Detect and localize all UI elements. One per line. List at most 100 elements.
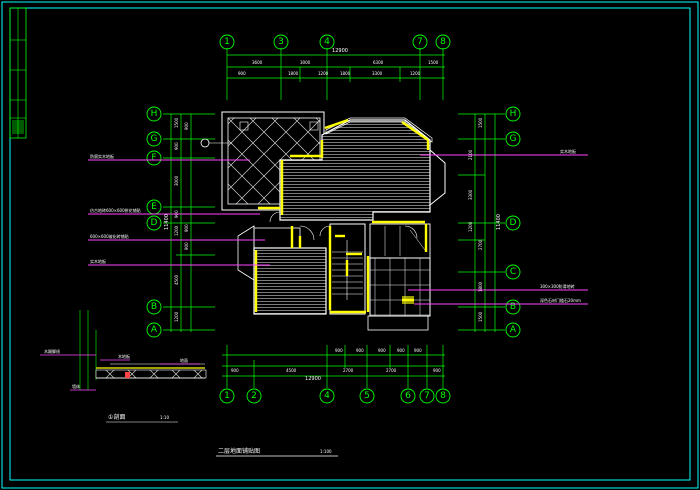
svg-text:1500: 1500 (478, 117, 483, 128)
bottom-axis-2: 2 (251, 391, 257, 401)
bay-window (429, 148, 446, 207)
left-axis-bubbles: H G F E D B A (146, 106, 162, 338)
right-axis-bubbles: H G D C B A (505, 106, 521, 338)
svg-text:3300: 3300 (468, 189, 473, 200)
svg-text:木踢脚线: 木踢脚线 (44, 348, 60, 354)
title-strip (9, 7, 27, 139)
svg-text:1200: 1200 (174, 311, 179, 322)
svg-text:900: 900 (184, 242, 189, 250)
right-axis-B: B (510, 302, 516, 312)
top-axis-bubbles: 1 3 4 7 8 (219, 34, 451, 50)
bottom-axis-5: 5 (364, 391, 370, 401)
svg-text:1500: 1500 (478, 311, 483, 322)
svg-text:木地板: 木地板 (118, 353, 130, 359)
top-dimension-values: 3600 3000 6300 1500 900 1800 1200 1800 3300 1200 (238, 60, 439, 76)
left-axis-E: E (151, 202, 157, 212)
svg-text:900: 900 (356, 348, 364, 353)
right-axis-G: G (510, 134, 517, 144)
section-detail: 木踢脚线 木地板 地面 墙体 (40, 310, 207, 391)
bottom-axis-4: 4 (324, 391, 330, 401)
left-axis-A: A (151, 325, 158, 335)
svg-text:墙体: 墙体 (72, 383, 80, 389)
bottom-axis-8: 8 (440, 391, 446, 401)
svg-text:900: 900 (414, 348, 422, 353)
top-axis-7: 7 (417, 37, 423, 47)
svg-text:1800: 1800 (288, 71, 299, 76)
svg-text:2700: 2700 (478, 239, 483, 250)
svg-text:300×300防滑地砖: 300×300防滑地砖 (540, 283, 575, 289)
left-axis-H: H (151, 109, 158, 119)
svg-text:6300: 6300 (373, 60, 384, 65)
svg-text:900: 900 (184, 224, 189, 232)
top-axis-8: 8 (440, 37, 446, 47)
left-axis-F: F (151, 153, 156, 163)
svg-text:1800: 1800 (340, 71, 351, 76)
svg-text:1500: 1500 (174, 117, 179, 128)
svg-text:3300: 3300 (372, 71, 383, 76)
annotation-texts: 防腐实木地板 仿古地砖600×600拼花铺贴 600×600玻化砖铺贴 实木地板… (90, 148, 581, 303)
svg-text:防腐实木地板: 防腐实木地板 (90, 153, 114, 159)
svg-text:3000: 3000 (174, 175, 179, 186)
right-axis-C: C (510, 267, 516, 277)
bottom-dimension-lines (222, 345, 445, 388)
svg-text:1500: 1500 (428, 60, 439, 65)
bathroom-tile (369, 257, 431, 317)
section-scale: 1:10 (160, 415, 169, 420)
floor-plan (200, 111, 446, 331)
svg-text:900: 900 (231, 368, 239, 373)
svg-text:2700: 2700 (386, 368, 397, 373)
svg-text:900: 900 (433, 368, 441, 373)
left-overall-dimension: 11400 (164, 214, 170, 230)
svg-text:实木地板: 实木地板 (560, 148, 576, 154)
svg-text:600×600玻化砖铺贴: 600×600玻化砖铺贴 (90, 233, 129, 239)
svg-text:900: 900 (238, 71, 246, 76)
svg-text:1200: 1200 (410, 71, 421, 76)
bedroom-wood-floor (253, 247, 327, 315)
top-axis-1: 1 (224, 37, 230, 47)
bottom-axis-6: 6 (405, 391, 411, 401)
right-axis-A: A (510, 325, 517, 335)
svg-text:900: 900 (335, 348, 343, 353)
left-axis-D: D (151, 218, 158, 228)
svg-text:仿古地砖600×600拼花铺贴: 仿古地砖600×600拼花铺贴 (90, 207, 141, 213)
svg-text:1200: 1200 (318, 71, 329, 76)
drawing-scale: 1:100 (320, 449, 332, 454)
svg-text:深色石材门槛石20mm: 深色石材门槛石20mm (540, 297, 581, 303)
svg-text:3600: 3600 (252, 60, 263, 65)
bottom-axis-bubbles: 1 2 4 5 6 7 8 (219, 388, 451, 404)
inner-frame (9, 7, 691, 481)
right-dimension-lines (458, 113, 505, 332)
bottom-axis-7: 7 (424, 391, 430, 401)
svg-text:1800: 1800 (478, 281, 483, 292)
bottom-axis-1: 1 (224, 391, 230, 401)
svg-text:1200: 1200 (174, 225, 179, 236)
drawing-title: 二层地面铺贴图 (218, 447, 260, 455)
svg-text:900: 900 (174, 142, 179, 150)
svg-text:900: 900 (397, 348, 405, 353)
right-overall-dimension: 11400 (496, 214, 502, 230)
svg-text:1200: 1200 (468, 221, 473, 232)
left-axis-B: B (151, 302, 157, 312)
top-dimension-lines (226, 48, 445, 100)
right-dimension-values: 1500 2100 3300 1200 2700 1800 1500 (468, 117, 483, 322)
svg-text:3000: 3000 (300, 60, 311, 65)
top-axis-4: 4 (324, 37, 330, 47)
svg-text:2700: 2700 (343, 368, 354, 373)
svg-text:4500: 4500 (174, 274, 179, 285)
svg-text:900: 900 (378, 348, 386, 353)
svg-text:地面: 地面 (180, 357, 188, 363)
section-title: ①剖面 (108, 413, 125, 421)
left-dimension-lines (163, 113, 215, 332)
svg-text:实木地板: 实木地板 (90, 258, 106, 264)
bottom-dimension-values: 900 900 900 900 900 900 4500 2700 2700 900 (231, 348, 441, 373)
left-axis-G: G (151, 134, 158, 144)
top-axis-3: 3 (278, 37, 284, 47)
right-axis-H: H (510, 109, 517, 119)
right-axis-D: D (510, 218, 517, 228)
bottom-overall-dimension: 12900 (305, 376, 321, 382)
annotation-leaders (88, 154, 588, 305)
svg-text:4500: 4500 (286, 368, 297, 373)
top-overall-dimension: 12900 (332, 48, 348, 54)
